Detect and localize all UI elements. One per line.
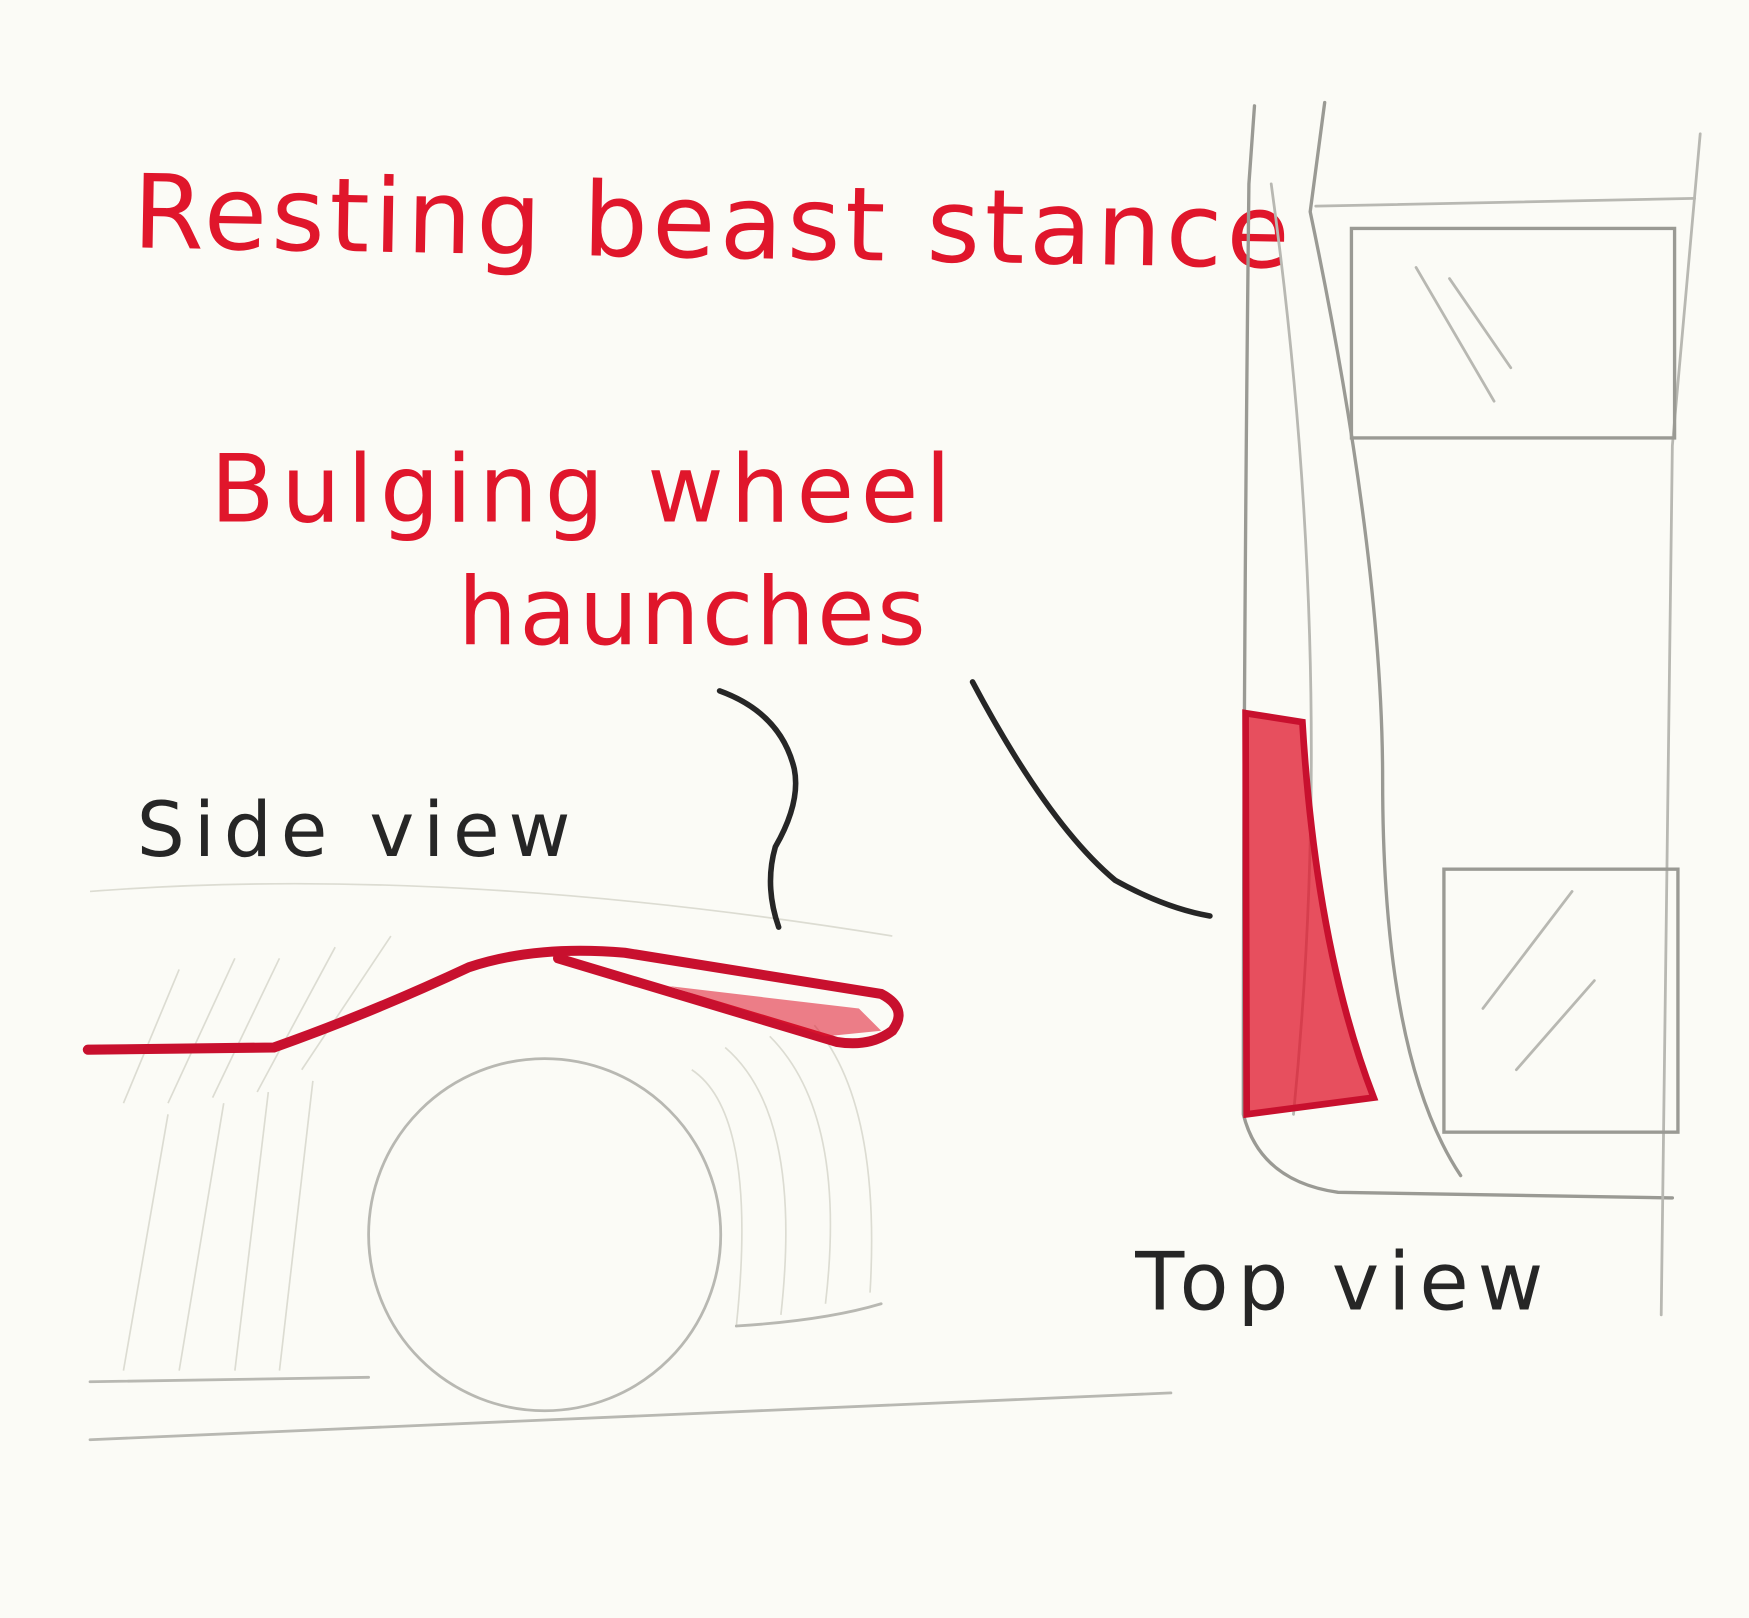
annotation-line-2: haunches (458, 558, 928, 667)
windshield-outline (1349, 226, 1677, 440)
pointer-line-top (969, 679, 1213, 919)
side-view-label: Side view (137, 786, 580, 874)
side-view-haunch (82, 945, 904, 1055)
rear-window-outline (1442, 867, 1680, 1134)
top-view-sketch (1241, 100, 1702, 1317)
top-view-label: Top view (1134, 1235, 1552, 1328)
top-view-haunch (1242, 709, 1379, 1119)
wheel-outline (367, 1057, 723, 1413)
side-view-sketch (88, 882, 1173, 1442)
sketch-title: Resting beast stance (132, 153, 1295, 292)
pointer-line-side (716, 688, 799, 930)
annotation-line-1: Bulging wheel (210, 436, 957, 545)
